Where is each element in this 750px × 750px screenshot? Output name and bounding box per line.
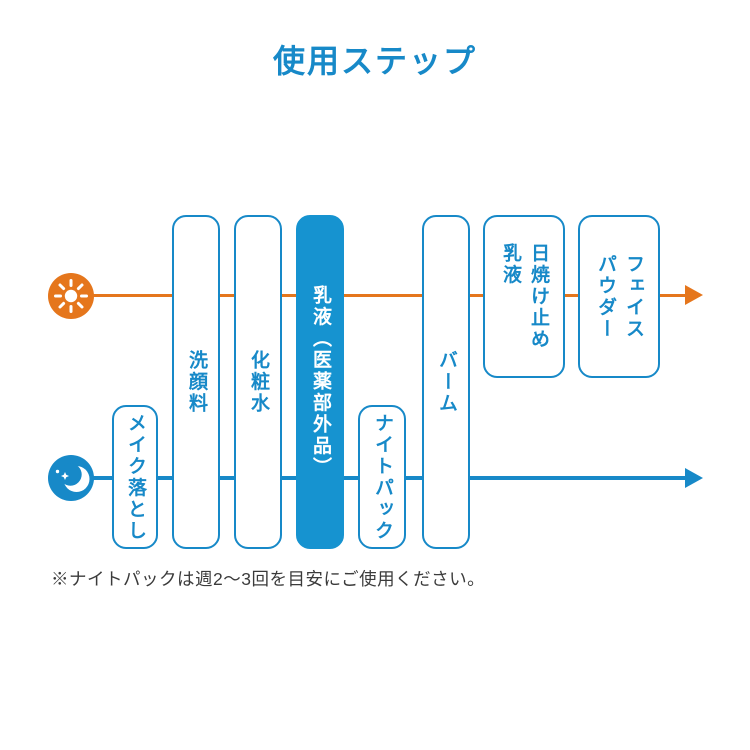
- moon-icon: [48, 455, 94, 501]
- day-arrow-icon: [685, 285, 703, 305]
- footnote: ※ナイトパックは週2〜3回を目安にご使用ください。: [51, 569, 486, 589]
- step-label: 日焼け止め 乳液: [500, 242, 549, 351]
- sun-icon: [48, 273, 94, 319]
- step-face-powder: フェイス パウダー: [578, 215, 660, 378]
- step-label: フェイス パウダー: [595, 253, 644, 340]
- step-makeup-remover: メイク落とし: [112, 405, 158, 549]
- step-label: 洗顔料: [186, 349, 207, 415]
- step-label: バーム: [436, 349, 457, 415]
- step-night-pack: ナイトパック: [358, 405, 406, 549]
- day-lane-line: [92, 294, 686, 297]
- step-label: 乳液（医薬部外品）: [310, 285, 331, 479]
- step-face-wash: 洗顔料: [172, 215, 220, 549]
- step-label: ナイトパック: [372, 412, 393, 542]
- step-milky-lotion-highlighted: 乳液（医薬部外品）: [296, 215, 344, 549]
- page-title: 使用ステップ: [272, 43, 477, 79]
- night-arrow-icon: [685, 468, 703, 488]
- step-toner: 化粧水: [234, 215, 282, 549]
- step-label: 化粧水: [248, 349, 269, 415]
- step-sunscreen-milk: 日焼け止め 乳液: [483, 215, 565, 378]
- step-balm: バーム: [422, 215, 470, 549]
- step-label: メイク落とし: [125, 412, 146, 542]
